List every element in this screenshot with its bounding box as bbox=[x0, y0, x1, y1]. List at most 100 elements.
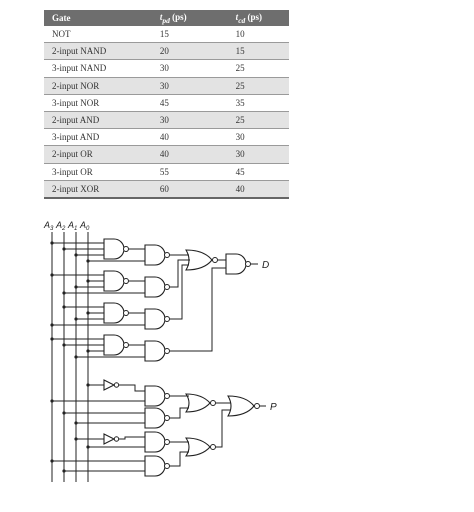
junction-dot bbox=[86, 311, 90, 315]
junction-dot bbox=[74, 355, 78, 359]
junction-dot bbox=[86, 383, 90, 387]
tpd-cell: 30 bbox=[137, 111, 214, 130]
wire-n10-nor bbox=[170, 407, 189, 419]
nand-gate-8-bubble bbox=[164, 348, 170, 354]
nand-gate-2-bubble bbox=[123, 278, 129, 284]
tpd-cell: 20 bbox=[137, 42, 214, 61]
tcd-cell: 30 bbox=[213, 128, 289, 147]
gate-name-cell: 2-input NOR bbox=[44, 77, 138, 95]
tcd-cell: 25 bbox=[213, 77, 289, 95]
gate-name-cell: 2-input AND bbox=[44, 111, 138, 130]
nand-gate-5-bubble bbox=[164, 252, 170, 258]
gate-name-cell: 3-input NAND bbox=[44, 59, 138, 78]
junction-dot bbox=[74, 421, 78, 425]
junction-dot bbox=[50, 273, 54, 277]
nand-gate-4-bubble bbox=[123, 342, 129, 348]
tpd-cell: 30 bbox=[137, 59, 214, 78]
nand-gate-11 bbox=[144, 431, 166, 453]
header-gate: Gate bbox=[44, 10, 138, 26]
nor-gate-p1 bbox=[184, 393, 211, 413]
nand-gate-d-out-bubble bbox=[245, 261, 251, 267]
nand-gate-11-bubble bbox=[164, 439, 170, 445]
inverter-2 bbox=[103, 433, 116, 445]
nand-gate-4 bbox=[103, 334, 125, 356]
junction-dot bbox=[86, 349, 90, 353]
wire-n6-nor bbox=[170, 259, 190, 288]
gate-name-cell: 2-input OR bbox=[44, 145, 138, 164]
junction-dot bbox=[62, 411, 66, 415]
tpd-cell: 40 bbox=[137, 145, 214, 164]
junction-dot bbox=[74, 253, 78, 257]
tpd-cell: 45 bbox=[137, 94, 214, 112]
wire-n7-nor bbox=[170, 264, 189, 320]
nand-gate-10-bubble bbox=[164, 415, 170, 421]
junction-dot bbox=[62, 305, 66, 309]
nand-gate-9 bbox=[144, 385, 166, 407]
nor-gate-p2 bbox=[184, 437, 211, 457]
nand-gate-d-out bbox=[225, 253, 247, 275]
junction-dot bbox=[74, 317, 78, 321]
junction-dot bbox=[62, 469, 66, 473]
tcd-cell: 30 bbox=[213, 145, 289, 164]
tcd-cell: 25 bbox=[213, 111, 289, 130]
tpd-cell: 40 bbox=[137, 128, 214, 147]
tcd-cell: 25 bbox=[213, 59, 289, 78]
tcd-cell: 40 bbox=[213, 180, 289, 199]
junction-dot bbox=[50, 241, 54, 245]
nand-gate-p-out bbox=[227, 395, 255, 417]
inverter-1 bbox=[103, 379, 116, 391]
tpd-cell: 30 bbox=[137, 77, 214, 95]
tcd-cell: 15 bbox=[213, 42, 289, 61]
junction-dot bbox=[50, 459, 54, 463]
nand-gate-9-bubble bbox=[164, 393, 170, 399]
nor-gate-p2-bubble bbox=[210, 444, 216, 450]
gate-name-cell: NOT bbox=[44, 26, 138, 44]
tcd-cell: 45 bbox=[213, 163, 289, 181]
output-label-d: D bbox=[262, 260, 269, 271]
wire-nor2-pout bbox=[216, 409, 231, 448]
nand-gate-7 bbox=[144, 308, 166, 330]
wire-n12-nor bbox=[170, 451, 189, 467]
input-label-a1: A1 bbox=[67, 220, 77, 232]
junction-dot bbox=[62, 291, 66, 295]
nand-gate-3-bubble bbox=[123, 310, 129, 316]
input-label-a0: A0 bbox=[79, 220, 90, 232]
tpd-cell: 55 bbox=[137, 163, 214, 181]
gate-name-cell: 2-input XOR bbox=[44, 180, 138, 199]
tpd-cell: 60 bbox=[137, 180, 214, 199]
junction-dot bbox=[50, 323, 54, 327]
wire-inv2-n11 bbox=[119, 436, 145, 440]
nand-gate-12 bbox=[144, 455, 166, 477]
nand-gate-8 bbox=[144, 340, 166, 362]
inverter-2-bubble bbox=[113, 436, 120, 442]
nand-gate-6-bubble bbox=[164, 284, 170, 290]
junction-dot bbox=[86, 259, 90, 263]
output-label-p: P bbox=[270, 402, 277, 413]
header-tpd: tpd (ps) bbox=[137, 10, 214, 26]
nand-gate-10 bbox=[144, 407, 166, 429]
gate-name-cell: 3-input OR bbox=[44, 163, 138, 181]
header-tcd: tcd (ps) bbox=[213, 10, 289, 26]
gate-name-cell: 3-input AND bbox=[44, 128, 138, 147]
table-header-row: Gate tpd (ps) tcd (ps) bbox=[44, 10, 289, 26]
tcd-cell: 10 bbox=[213, 26, 289, 44]
nand-gate-2 bbox=[103, 270, 125, 292]
gate-name-cell: 2-input NAND bbox=[44, 42, 138, 61]
junction-dot bbox=[74, 437, 78, 441]
tpd-cell: 15 bbox=[137, 26, 214, 44]
input-label-a3: A3 bbox=[43, 220, 54, 232]
lower-circuit-p: P bbox=[52, 379, 277, 477]
junction-dot bbox=[50, 337, 54, 341]
nand-gate-3 bbox=[103, 302, 125, 324]
junction-dot bbox=[86, 445, 90, 449]
junction-dot bbox=[86, 279, 90, 283]
